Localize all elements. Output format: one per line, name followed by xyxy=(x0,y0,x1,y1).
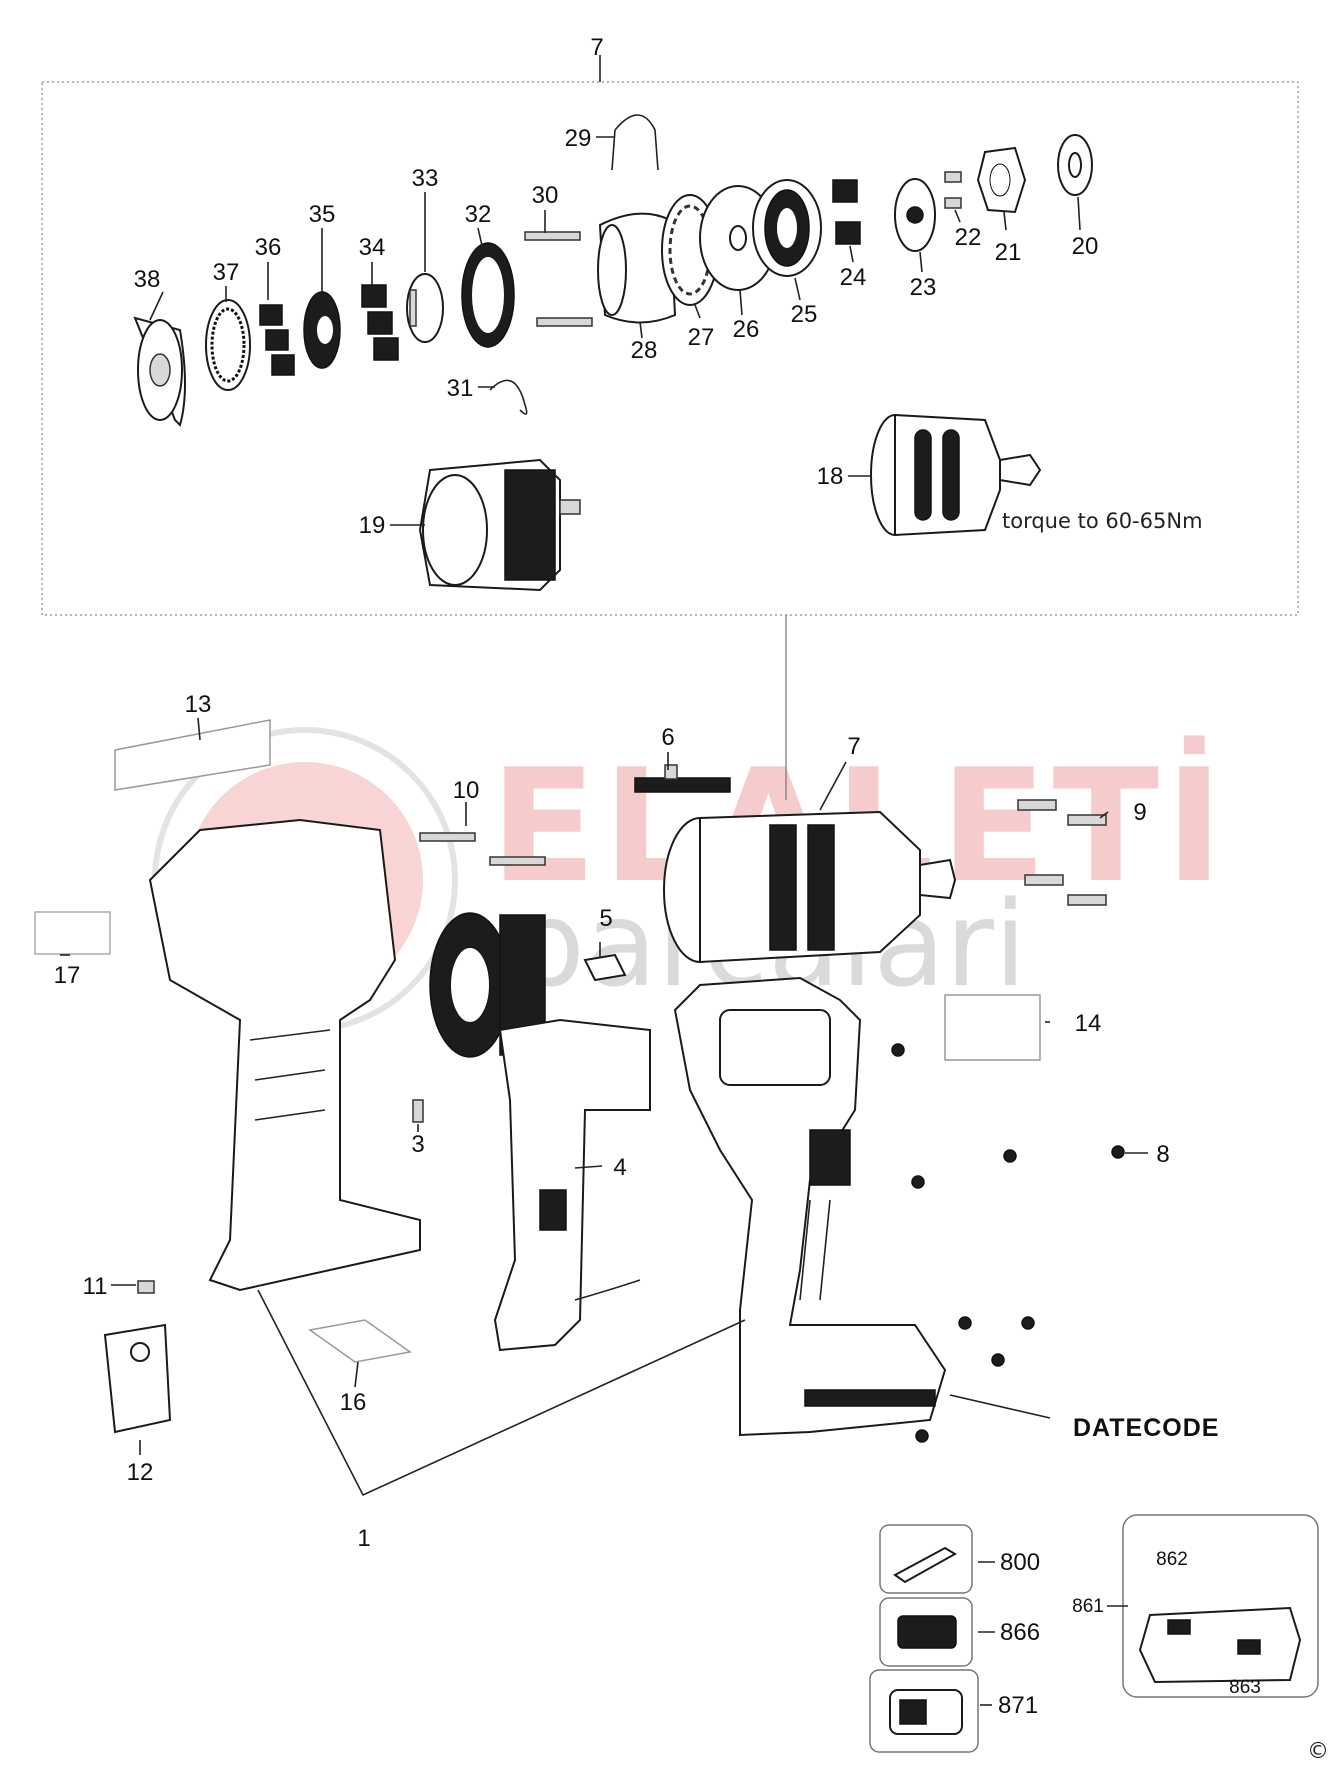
label-11: 11 xyxy=(83,1273,108,1300)
part-4-switch xyxy=(493,1018,651,1352)
part-20 xyxy=(1057,134,1093,196)
torque-note: torque to 60-65Nm xyxy=(1002,509,1203,533)
part-14 xyxy=(944,994,1041,1061)
label-3: 3 xyxy=(411,1131,424,1158)
part-31 xyxy=(489,379,528,415)
label-7-top: 7 xyxy=(590,34,603,61)
label-30: 30 xyxy=(532,182,559,209)
accessory-871 xyxy=(869,1669,979,1753)
label-8: 8 xyxy=(1156,1141,1169,1168)
label-35: 35 xyxy=(309,201,336,228)
part-33 xyxy=(406,273,444,343)
label-37: 37 xyxy=(213,259,240,286)
label-871: 871 xyxy=(998,1692,1038,1719)
part-30 xyxy=(524,231,593,327)
part-12 xyxy=(103,1323,172,1434)
datecode-label: DATECODE xyxy=(1073,1414,1219,1442)
label-12: 12 xyxy=(127,1459,154,1486)
part-21 xyxy=(976,146,1027,214)
label-34: 34 xyxy=(359,234,386,261)
part-29 xyxy=(611,114,659,171)
part-8-screws xyxy=(891,1043,1125,1443)
label-9: 9 xyxy=(1133,799,1146,826)
label-25: 25 xyxy=(791,301,818,328)
transmission-frame xyxy=(41,55,1299,800)
part-34 xyxy=(361,284,399,361)
part-1-housing-right xyxy=(673,976,947,1437)
part-22 xyxy=(944,171,962,209)
callout-labels: 7 38 37 36 35 34 33 32 30 29 31 28 27 26… xyxy=(54,34,1329,1764)
label-18: 18 xyxy=(817,463,844,490)
part-38 xyxy=(133,316,186,427)
accessory-861 xyxy=(1122,1514,1319,1698)
label-5: 5 xyxy=(599,905,612,932)
label-20: 20 xyxy=(1072,233,1099,260)
label-23: 23 xyxy=(910,274,937,301)
part-25 xyxy=(752,179,822,277)
accessory-866 xyxy=(879,1597,973,1667)
part-5 xyxy=(583,953,627,982)
label-19: 19 xyxy=(359,512,386,539)
part-16 xyxy=(308,1319,412,1363)
label-36: 36 xyxy=(255,234,282,261)
label-29: 29 xyxy=(565,125,592,152)
label-16: 16 xyxy=(340,1389,367,1416)
part-9-screws xyxy=(1017,799,1107,906)
part-23 xyxy=(894,178,936,252)
part-7-gearbox xyxy=(663,810,957,964)
copyright-symbol: © xyxy=(1307,1739,1329,1764)
part-35 xyxy=(303,291,341,369)
label-14: 14 xyxy=(1075,1010,1102,1037)
label-4: 4 xyxy=(613,1154,626,1181)
label-800: 800 xyxy=(1000,1549,1040,1576)
label-24: 24 xyxy=(840,264,867,291)
accessory-800 xyxy=(879,1524,973,1594)
part-32 xyxy=(461,242,515,348)
label-31: 31 xyxy=(447,375,474,402)
part-37 xyxy=(205,299,251,391)
part-36 xyxy=(259,304,295,376)
part-3 xyxy=(412,1099,424,1123)
label-13: 13 xyxy=(185,691,212,718)
part-24 xyxy=(832,179,861,245)
label-6: 6 xyxy=(661,724,674,751)
part-1-housing-left xyxy=(148,818,421,1292)
part-19 xyxy=(418,458,581,592)
label-28: 28 xyxy=(631,337,658,364)
label-26: 26 xyxy=(733,316,760,343)
label-17: 17 xyxy=(54,962,81,989)
part-13 xyxy=(114,719,271,791)
label-862: 862 xyxy=(1156,1549,1188,1570)
label-7: 7 xyxy=(847,733,860,760)
label-22: 22 xyxy=(955,224,982,251)
label-38: 38 xyxy=(134,266,161,293)
label-21: 21 xyxy=(995,239,1022,266)
leader-lines xyxy=(60,136,1148,1497)
label-866: 866 xyxy=(1000,1619,1040,1646)
part-28 xyxy=(597,212,677,324)
part-10 xyxy=(419,832,546,866)
part-6 xyxy=(634,764,731,793)
label-33: 33 xyxy=(412,165,439,192)
part-11 xyxy=(137,1280,155,1294)
label-1: 1 xyxy=(357,1525,370,1552)
label-32: 32 xyxy=(465,201,492,228)
part-18 xyxy=(870,413,1042,537)
label-10: 10 xyxy=(453,777,480,804)
part-17 xyxy=(34,911,111,955)
label-27: 27 xyxy=(688,324,715,351)
label-863: 863 xyxy=(1229,1677,1261,1698)
label-861: 861 xyxy=(1072,1596,1104,1617)
